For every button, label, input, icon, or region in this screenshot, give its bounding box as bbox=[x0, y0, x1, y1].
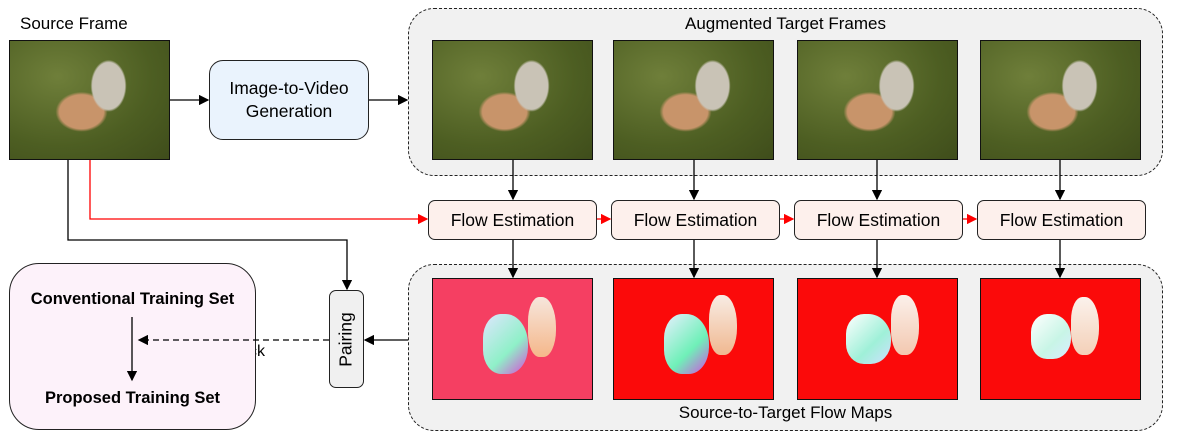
flow-map-2 bbox=[613, 278, 774, 400]
conventional-training-set: Conventional Training Set bbox=[30, 290, 235, 308]
flow-estimation-box-4: Flow Estimation bbox=[977, 200, 1146, 240]
i2v-line2: Generation bbox=[245, 101, 333, 121]
target-frame-1 bbox=[432, 40, 593, 160]
flow-estimation-box-3: Flow Estimation bbox=[794, 200, 963, 240]
arrow-source-to-pairing bbox=[67, 160, 353, 291]
flow-estimation-box-1: Flow Estimation bbox=[428, 200, 597, 240]
source-frame-label: Source Frame bbox=[20, 14, 128, 33]
i2v-line1: Image-to-Video bbox=[229, 78, 349, 98]
flow-map-4 bbox=[980, 278, 1141, 400]
source-frame-image bbox=[9, 40, 170, 160]
image-to-video-box: Image-to-Video Generation bbox=[209, 60, 369, 140]
red-arrow-source-to-flow bbox=[89, 160, 429, 225]
target-frame-3 bbox=[797, 40, 958, 160]
proposed-training-set: Proposed Training Set bbox=[44, 389, 221, 407]
flow-estimation-box-2: Flow Estimation bbox=[611, 200, 780, 240]
flow-map-1 bbox=[432, 278, 593, 400]
pairing-box: Pairing bbox=[329, 290, 364, 388]
target-frame-2 bbox=[613, 40, 774, 160]
flow-maps-group-title: Source-to-Target Flow Maps bbox=[678, 403, 893, 422]
augmented-group-title: Augmented Target Frames bbox=[685, 14, 886, 33]
target-frame-4 bbox=[980, 40, 1141, 160]
flow-map-3 bbox=[797, 278, 958, 400]
